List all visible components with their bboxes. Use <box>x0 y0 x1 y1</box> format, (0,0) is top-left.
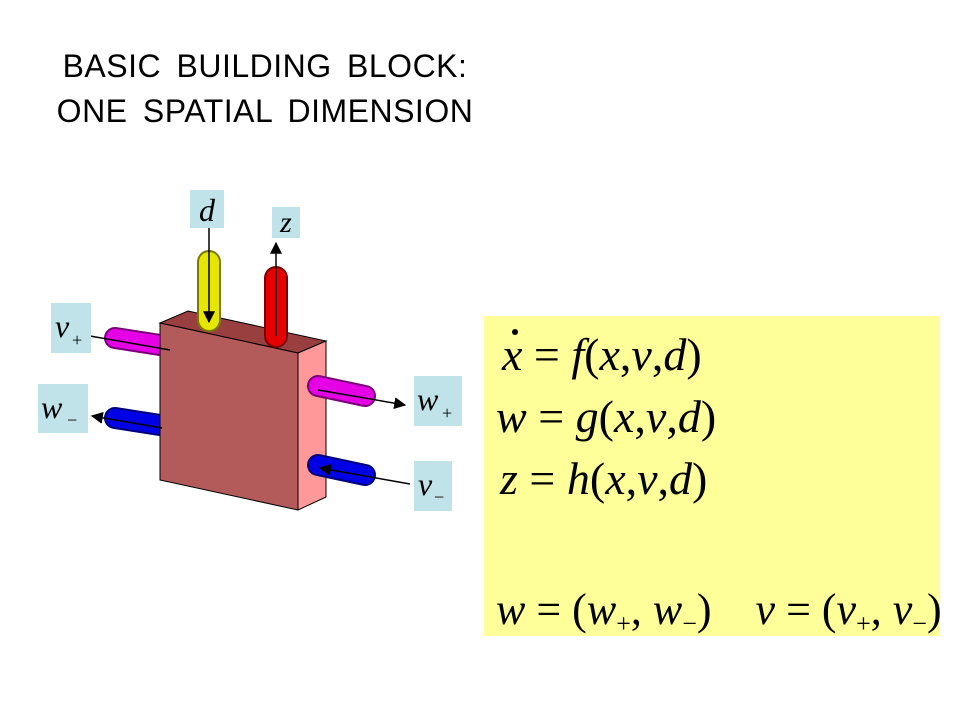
equation-x-dot: x = f(x,v,d) <box>502 329 702 380</box>
label-w-plus: w + <box>414 376 462 426</box>
v-minus-pipe <box>307 454 376 486</box>
block-side-face <box>297 340 327 511</box>
block-front-face <box>159 322 299 511</box>
label-v-minus-base: v <box>418 466 433 502</box>
label-w-minus: w − <box>38 384 88 433</box>
equation-w: w = g(x,v,d) <box>496 391 717 442</box>
label-w-plus-sub: + <box>442 403 452 423</box>
title-line-1: BASIC BUILDING BLOCK: <box>62 48 468 84</box>
label-v-plus: v + <box>51 303 91 353</box>
label-z-text: z <box>279 206 292 239</box>
label-d-text: d <box>199 192 216 228</box>
w-plus-arrow <box>317 389 407 410</box>
label-w-plus-base: w <box>417 381 439 417</box>
v-plus-pipe <box>104 327 171 356</box>
v-minus-arrow <box>318 463 411 485</box>
label-d: d <box>190 190 224 228</box>
w-plus-pipe <box>307 375 376 407</box>
w-minus-pipe <box>104 407 171 436</box>
equation-w-v-tuples: w = (w+, w−) v = (v+, v−) <box>496 585 942 638</box>
block <box>158 310 328 511</box>
label-z: z <box>272 206 300 239</box>
w-minus-arrow <box>90 411 163 429</box>
label-v-plus-base: v <box>55 308 70 344</box>
equation-z: z = h(x,v,d) <box>500 453 708 504</box>
label-v-plus-sub: + <box>72 330 82 350</box>
label-w-minus-base: w <box>41 389 63 425</box>
title-line-2: ONE SPATIAL DIMENSION <box>56 93 474 129</box>
v-plus-arrow <box>89 335 171 351</box>
label-v-minus: v − <box>414 461 452 511</box>
label-v-minus-sub: − <box>434 487 444 507</box>
equation-panel: x = f(x,v,d) w = g(x,v,d) z = h(x,v,d) w… <box>484 316 942 638</box>
label-w-minus-sub: − <box>67 410 77 430</box>
